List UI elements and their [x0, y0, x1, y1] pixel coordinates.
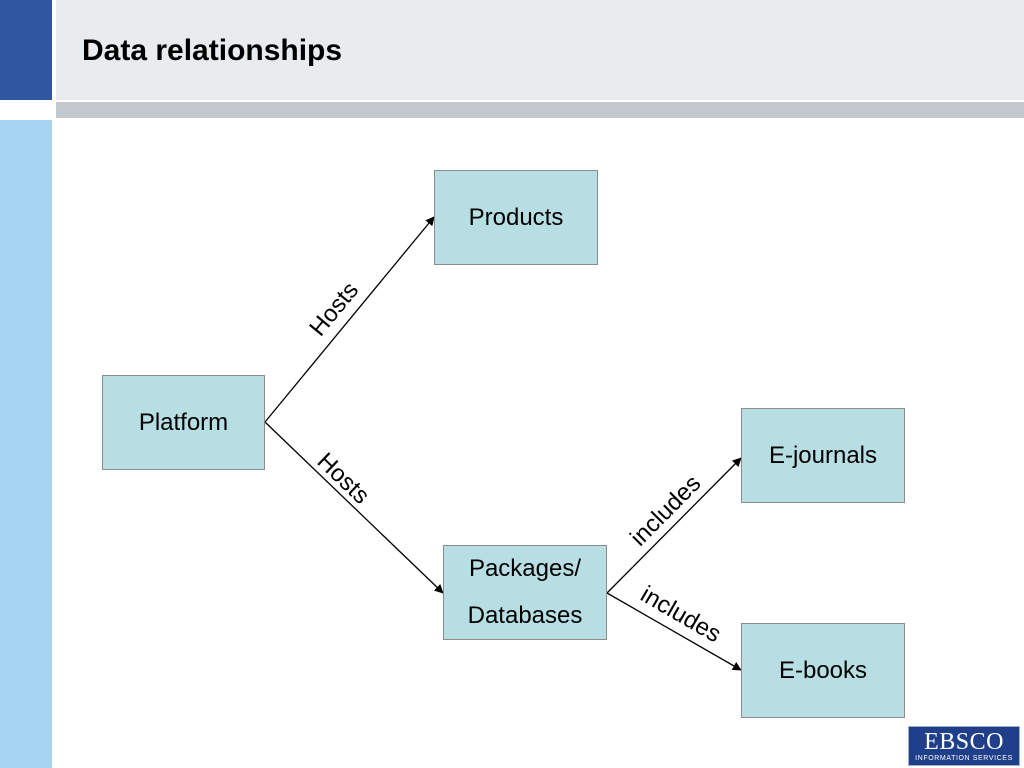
header-band — [56, 0, 1024, 100]
left-accent-bar-separator — [0, 100, 52, 120]
edge-platform-products — [264, 216, 435, 423]
edge-packages-ebooks — [606, 592, 742, 671]
node-products-label: Products — [468, 203, 564, 231]
node-platform-label: Platform — [138, 408, 229, 436]
edge-label-packages-ejournals: includes — [625, 470, 706, 552]
edge-packages-ejournals — [606, 457, 742, 594]
left-accent-bar-top — [0, 0, 52, 100]
edge-label-packages-ebooks: includes — [636, 581, 726, 648]
slide-title: Data relationships — [82, 34, 343, 67]
node-ejournals: E-journals — [741, 408, 905, 503]
node-platform: Platform — [102, 375, 265, 470]
edge-platform-packages — [264, 421, 444, 594]
logo-wordmark: EBSCO — [924, 728, 1004, 755]
ebsco-logo: EBSCO INFORMATION SERVICES — [908, 726, 1020, 766]
node-ebooks-label: E-books — [778, 656, 868, 684]
node-ebooks: E-books — [741, 623, 905, 718]
edge-label-platform-products: Hosts — [304, 277, 364, 342]
logo-tagline: INFORMATION SERVICES — [915, 754, 1013, 762]
node-products: Products — [434, 170, 598, 265]
node-ejournals-label: E-journals — [768, 441, 878, 469]
header-rule — [56, 102, 1024, 118]
node-packages-label-line-1: Packages/ — [468, 554, 582, 582]
edge-label-platform-packages: Hosts — [312, 448, 375, 510]
node-packages-label-line-2: Databases — [467, 601, 583, 629]
node-packages-databases: Packages/ Databases — [443, 545, 607, 640]
left-accent-bar-bottom — [0, 120, 52, 768]
